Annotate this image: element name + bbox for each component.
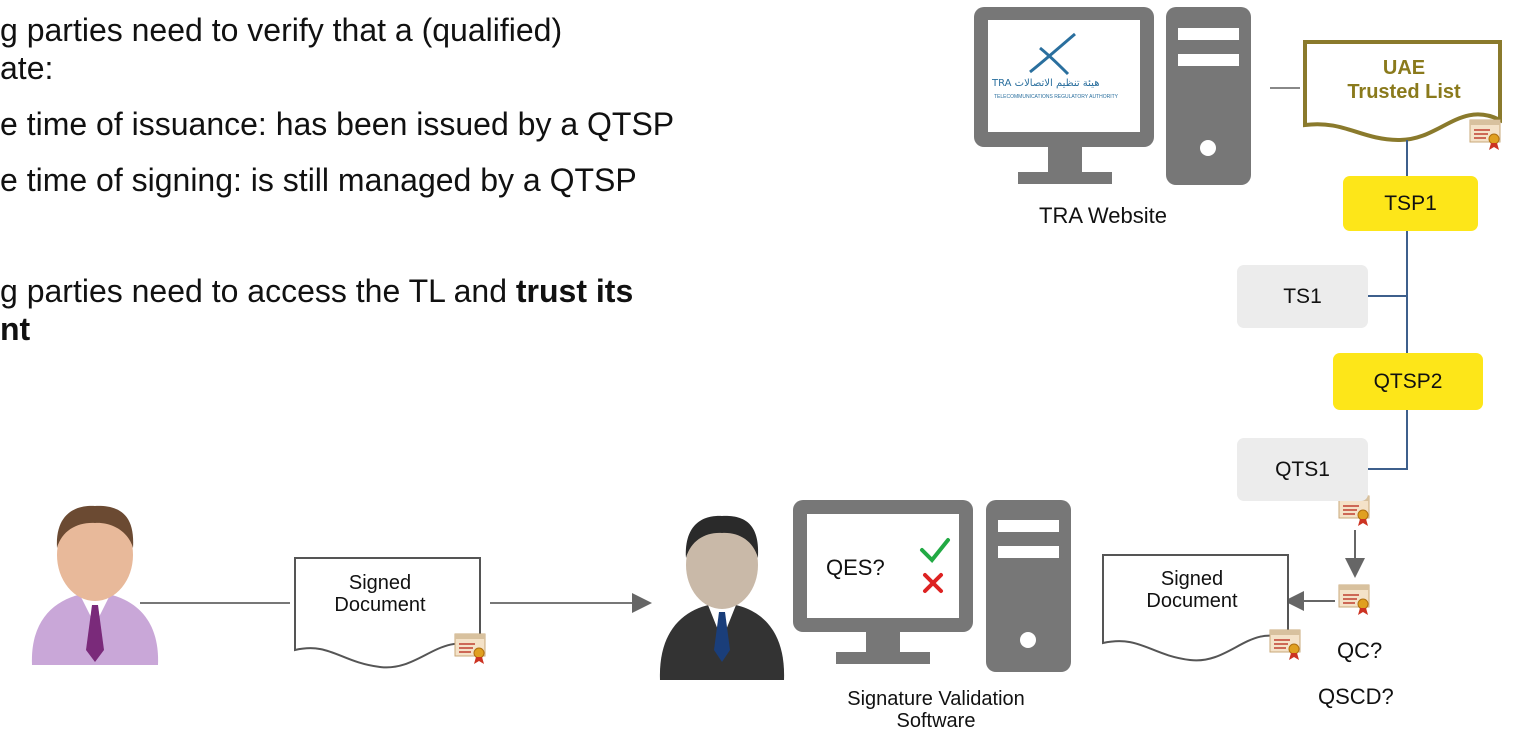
signature-validation-label-line1: Signature Validation: [847, 688, 1025, 710]
signed-document-right-label: Signed Document: [1112, 568, 1272, 612]
trusted-list-label-line2: Trusted List: [1347, 81, 1461, 103]
signed-document-left-label-line1: Signed: [348, 572, 412, 594]
tra-logo-icon: [1029, 32, 1076, 76]
qc-label: QC?: [1337, 638, 1383, 663]
trusted-list-label-line1: UAE: [1382, 57, 1426, 79]
ts1-box: TS1: [1237, 265, 1368, 328]
signed-document-right-label-line2: Document: [1146, 590, 1238, 612]
qts1-box: QTS1: [1237, 438, 1368, 501]
access-line-2: nt: [0, 311, 31, 347]
signed-document-right-cert-icon: [1269, 629, 1301, 661]
signed-document-right-label-line1: Signed: [1160, 568, 1224, 590]
intro-line-1: g parties need to verify that a (qualifi…: [0, 12, 563, 48]
signed-document-left-label: Signed Document: [300, 572, 460, 616]
tra-tower-icon: [1166, 7, 1251, 185]
tra-logo-text: TRA هيئة تنظيم الاتصالات: [992, 78, 1100, 89]
trusted-list-cert-icon: [1469, 119, 1501, 151]
qc-cert-icon: [1338, 584, 1370, 616]
qscd-label: QSCD?: [1318, 684, 1394, 709]
businessman-avatar-icon: [659, 515, 785, 680]
access-line-normal: g parties need to access the TL and: [0, 273, 516, 309]
signing-line: e time of signing: is still managed by a…: [0, 162, 637, 198]
qtsp2-box: QTSP2: [1333, 353, 1483, 410]
check-icon: [920, 538, 950, 563]
signature-validation-label-line2: Software: [896, 710, 976, 732]
signed-document-left-cert-icon: [454, 633, 486, 665]
cross-icon: [923, 573, 943, 593]
tra-logo-subtext: TELECOMMUNICATIONS REGULATORY AUTHORITY: [994, 94, 1118, 100]
issuance-line: e time of issuance: has been issued by a…: [0, 106, 675, 142]
user-avatar-icon: [31, 505, 159, 665]
tra-website-label: TRA Website: [1039, 203, 1167, 228]
qes-label: QES?: [826, 555, 885, 580]
tra-monitor-icon: [974, 7, 1154, 184]
intro-line-2: ate:: [0, 50, 54, 86]
signature-validation-label: Signature Validation Software: [806, 688, 1066, 732]
tsp1-box: TSP1: [1343, 176, 1478, 231]
trusted-list-label: UAE Trusted List: [1310, 56, 1498, 104]
access-line-bold: trust its: [515, 273, 634, 309]
validation-tower-icon: [986, 500, 1071, 672]
trusted-list-shape: [1303, 40, 1502, 143]
validation-monitor-icon: [793, 500, 973, 664]
signed-document-left-label-line2: Document: [334, 594, 426, 616]
access-line: g parties need to access the TL and trus…: [0, 273, 633, 311]
